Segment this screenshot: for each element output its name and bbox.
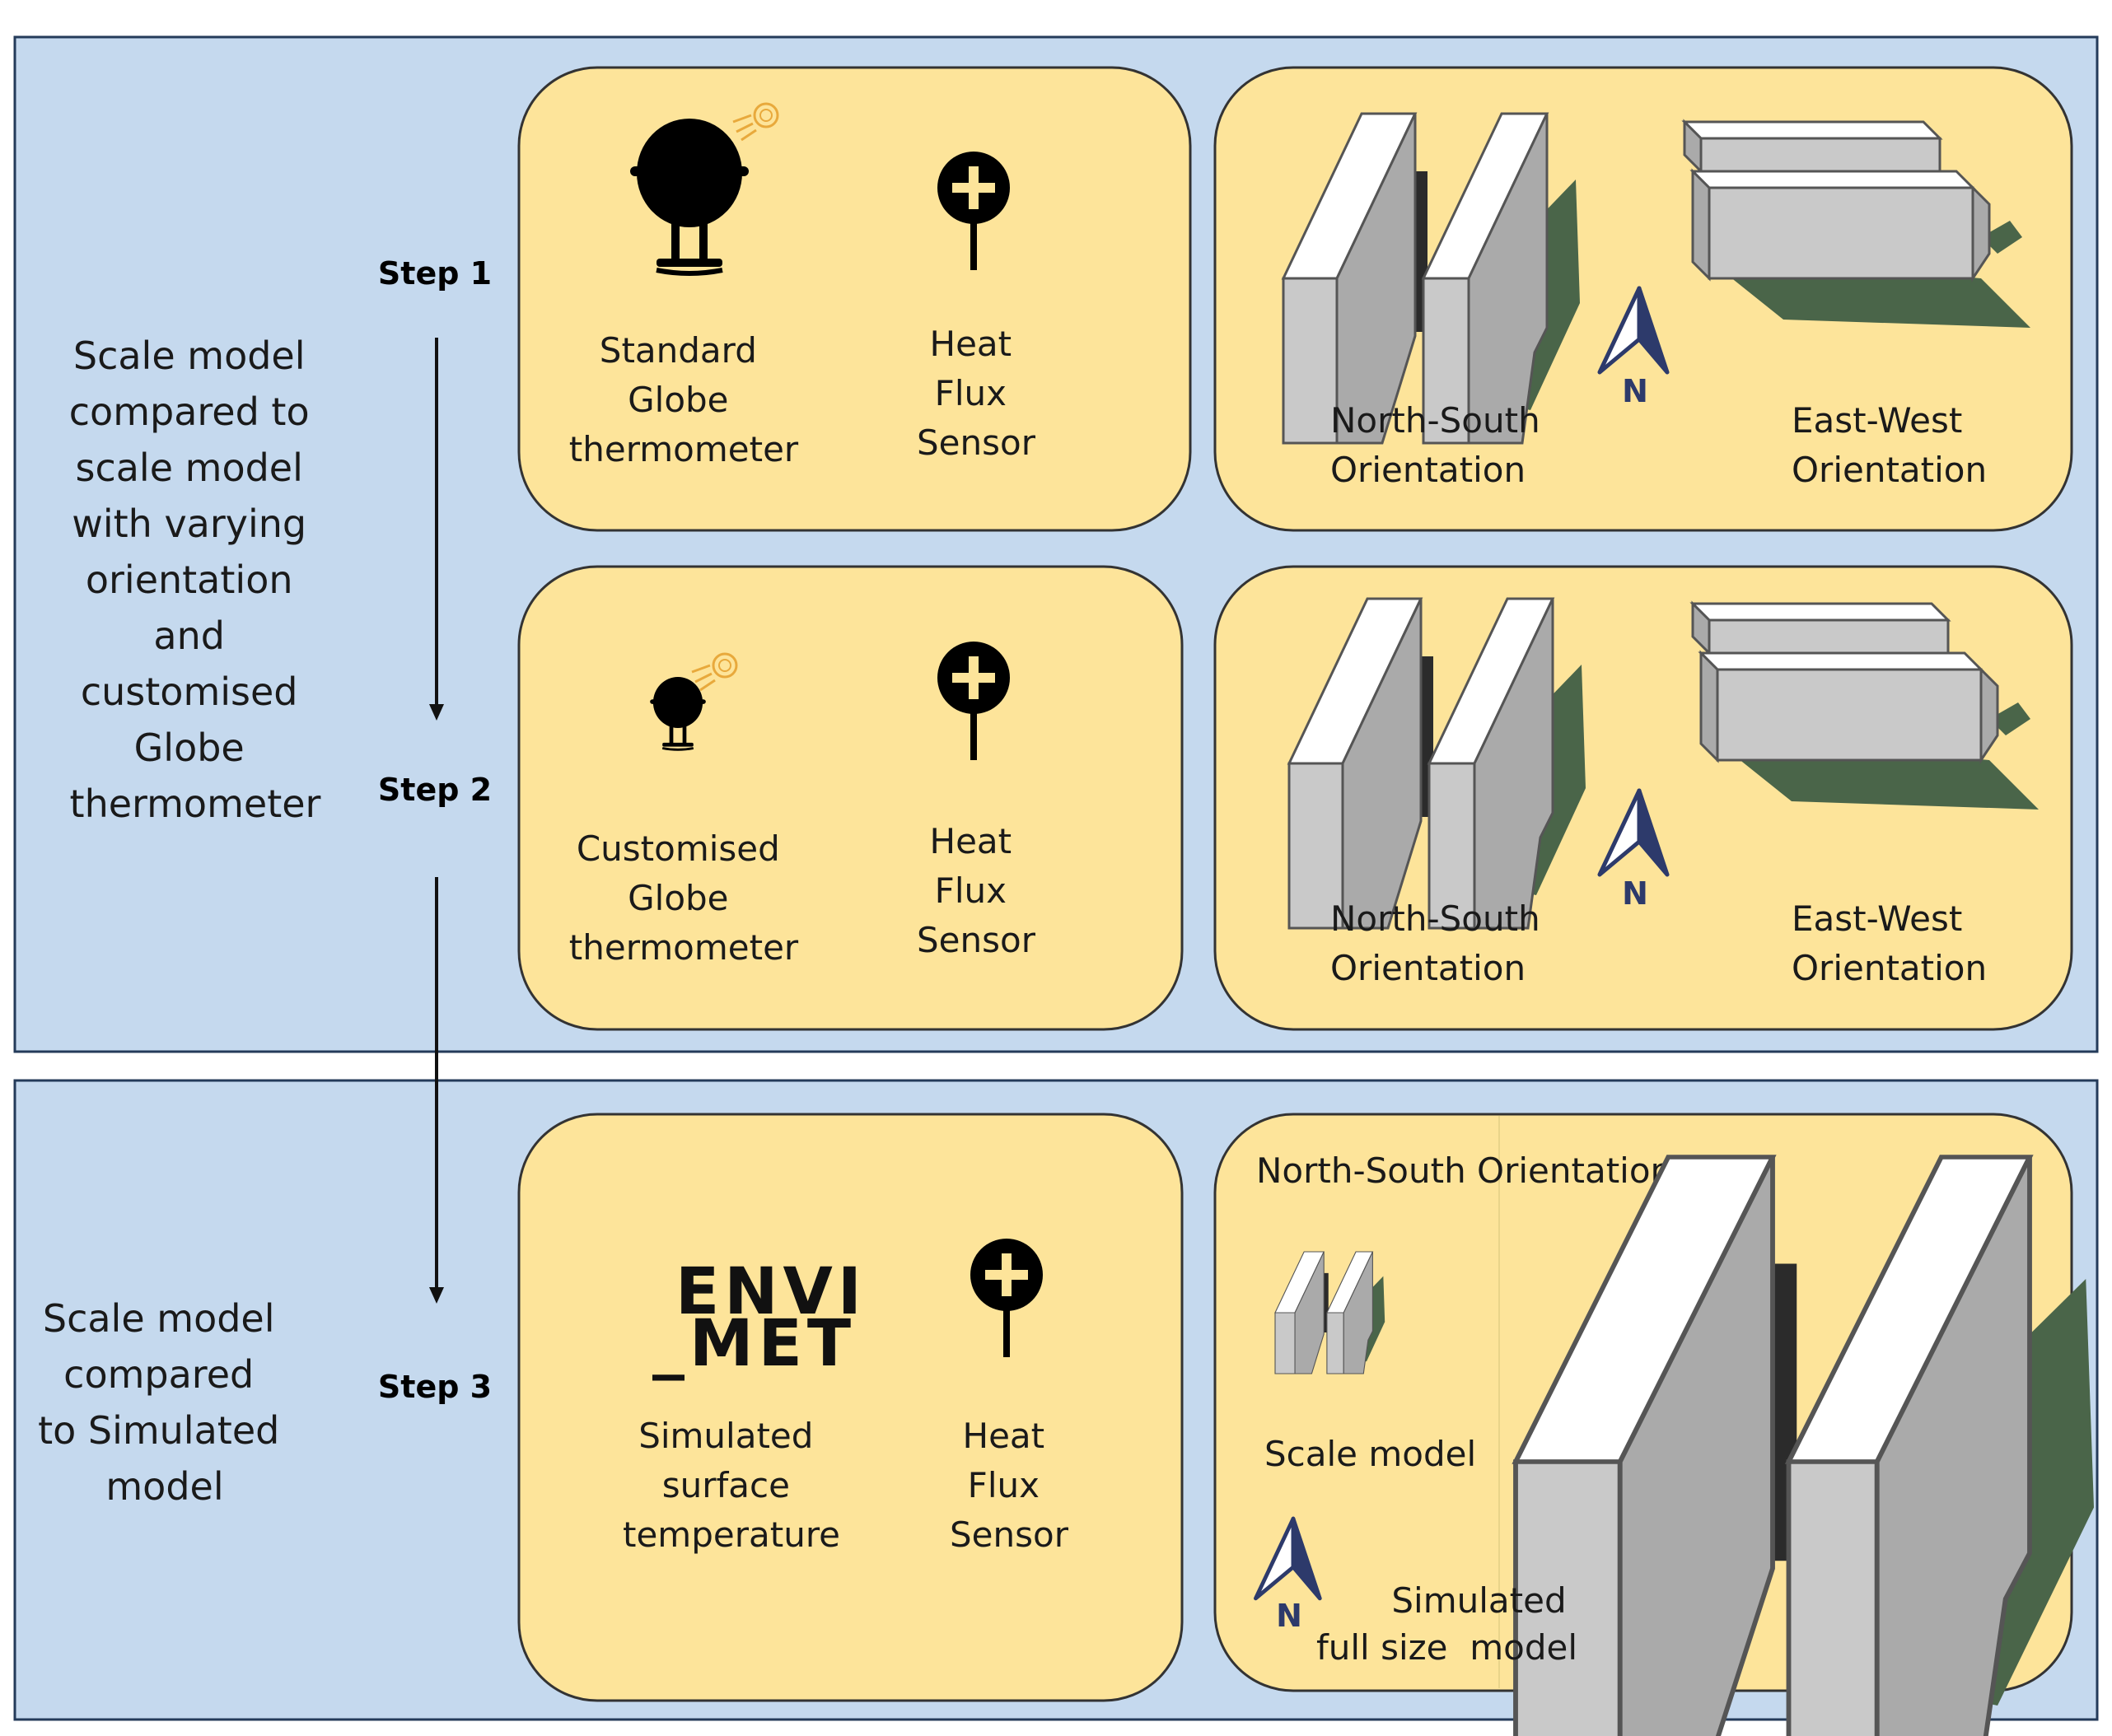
step-3-label: Step 3 [378, 1369, 492, 1405]
step-2-to-3-arrow [429, 877, 444, 1304]
step1-instrument-2-label: Heat Flux Sensor [917, 324, 1036, 463]
step2-instrument-2-label: Heat Flux Sensor [917, 821, 1036, 960]
step2-ns-label: North-South Orientation [1330, 898, 1551, 988]
step-2-label: Step 2 [378, 772, 492, 808]
top-description: Scale model compared to scale model with… [69, 334, 321, 826]
step1-instrument-1-label: Standard Globe thermometer [569, 330, 799, 469]
north-label: N [1622, 875, 1648, 912]
north-label: N [1622, 373, 1648, 409]
step2-ew-label: East-West Orientation [1792, 898, 1987, 988]
scale-model-label: Scale model [1264, 1434, 1476, 1474]
step3-title: North-South Orientation [1256, 1150, 1672, 1191]
step3-instrument-box [517, 1113, 1184, 1702]
step-1-label: Step 1 [378, 255, 492, 292]
step2-instrument-1-label: Customised Globe thermometer [569, 828, 799, 968]
north-label: N [1276, 1598, 1302, 1634]
step1-ns-label: North-South Orientation [1330, 400, 1551, 490]
step3-instrument-2-label: Heat Flux Sensor [950, 1416, 1069, 1555]
bottom-description: Scale model compared to Simulated model [38, 1296, 292, 1509]
envi-met-logo: _MET [652, 1307, 856, 1381]
envi-met-logo: ENVI [675, 1255, 867, 1329]
simulated-label: Simulated full size model [1316, 1580, 1577, 1668]
step3-instrument-1-label: Simulated surface temperature [623, 1416, 840, 1555]
step1-ew-label: East-West Orientation [1792, 400, 1987, 490]
step-1-to-2-arrow [429, 338, 444, 721]
